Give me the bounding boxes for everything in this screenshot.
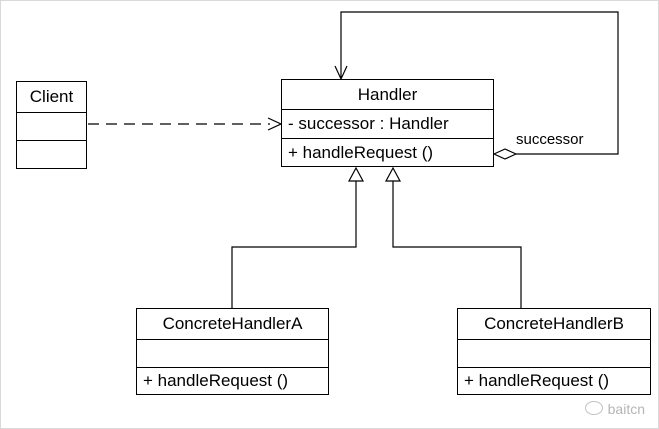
- class-handler-attribute: - successor : Handler: [282, 109, 493, 138]
- class-client: Client: [16, 81, 87, 169]
- class-concrete-handler-b-name: ConcreteHandlerB: [484, 314, 624, 333]
- aggregation-diamond: [492, 148, 518, 160]
- class-concrete-handler-b-operation: + handleRequest (): [458, 367, 650, 394]
- class-client-attributes: [17, 112, 86, 140]
- class-handler-name: Handler: [357, 85, 418, 104]
- class-concrete-handler-a-operation: + handleRequest (): [137, 367, 328, 394]
- generalization-triangle-a: [347, 166, 365, 182]
- successor-label: successor: [516, 131, 584, 148]
- class-concrete-handler-b: ConcreteHandlerB + handleRequest (): [457, 308, 651, 395]
- class-handler: Handler - successor : Handler + handleRe…: [281, 79, 494, 167]
- class-concrete-handler-a-name: ConcreteHandlerA: [162, 314, 303, 333]
- class-concrete-handler-b-attributes: [458, 339, 650, 367]
- generalization-triangle-b: [384, 166, 402, 182]
- generalization-line-b: [392, 181, 522, 308]
- class-client-operations: [17, 140, 86, 168]
- class-handler-operation: + handleRequest (): [282, 138, 493, 166]
- class-client-name: Client: [29, 87, 74, 106]
- watermark: baitcn: [584, 401, 645, 417]
- class-concrete-handler-a: ConcreteHandlerA + handleRequest (): [136, 308, 329, 395]
- wechat-icon: [584, 401, 603, 415]
- class-concrete-handler-a-attributes: [137, 339, 328, 367]
- generalization-line-a: [231, 181, 357, 308]
- aggregation-line: [340, 11, 619, 155]
- watermark-text: baitcn: [607, 401, 645, 417]
